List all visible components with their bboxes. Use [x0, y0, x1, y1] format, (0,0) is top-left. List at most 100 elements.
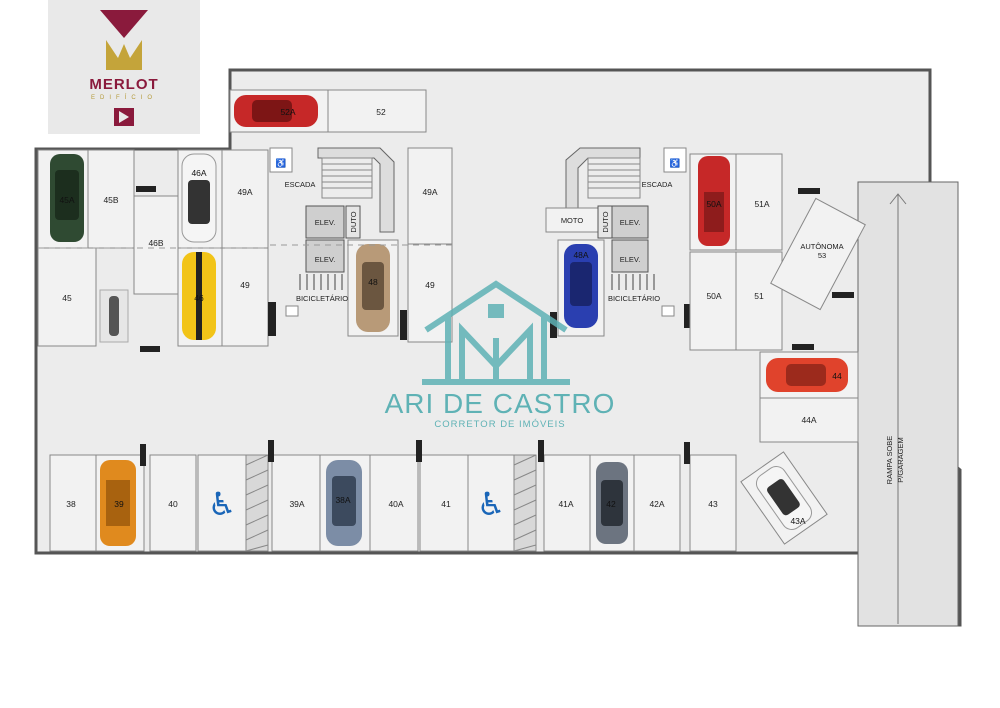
spot-40 — [149, 454, 197, 552]
spot-label-44: 44 — [832, 371, 842, 381]
car-white — [181, 153, 217, 243]
spot-label-42: 42 — [606, 499, 616, 509]
spot-49a-right — [407, 147, 453, 245]
bike-rack-right — [611, 274, 655, 290]
watermark-house-icon — [422, 280, 570, 385]
spot-label-45a: 45A — [59, 195, 74, 205]
spot-label-51: 51 — [754, 291, 764, 301]
car-blue — [564, 244, 598, 328]
elevator-label-right-1: ELEV. — [620, 218, 641, 227]
moto-label: MOTO — [561, 216, 584, 225]
watermark-subtitle: CORRETOR DE IMÓVEIS — [434, 419, 566, 430]
spot-label-44a: 44A — [801, 415, 816, 425]
elevator-right-2 — [611, 239, 649, 273]
elevator-right-1 — [611, 205, 649, 239]
spot-45 — [37, 247, 97, 347]
logo-mark-icon — [100, 10, 148, 70]
car-orange-red — [766, 358, 848, 392]
spot-49-left — [221, 247, 269, 347]
spot-label-39: 39 — [114, 499, 124, 509]
elevator-left-1 — [305, 205, 345, 239]
car-orange — [100, 460, 136, 546]
spot-label-45b: 45B — [103, 195, 118, 205]
duct-left — [345, 205, 361, 239]
stairs-label-right: ESCADA — [642, 180, 673, 189]
spot-39a — [271, 454, 321, 552]
autonomous-label: AUTÔNOMA — [800, 242, 843, 251]
spot-51a — [735, 153, 783, 251]
accessible-icon-stairs-right: ♿ — [670, 158, 681, 168]
car-grey-blue — [326, 460, 362, 546]
spot-44a — [759, 397, 859, 443]
wheelchair-icon-1: ♿ — [208, 486, 237, 522]
spot-label-42a: 42A — [649, 499, 664, 509]
spot-45b — [87, 149, 135, 249]
spot-label-50a-bottom: 50A — [706, 291, 721, 301]
spot-label-43a: 43A — [790, 516, 805, 526]
spot-label-48: 48 — [368, 277, 378, 287]
stairs-label-left: ESCADA — [285, 180, 316, 189]
spot-42a — [633, 454, 681, 552]
spot-40a — [369, 454, 419, 552]
brand-badge-icon — [114, 108, 134, 126]
watermark-name: ARI DE CASTRO — [384, 388, 616, 419]
motorcycle — [99, 289, 129, 343]
car-grey — [596, 462, 628, 544]
spot-53-autonomous — [770, 197, 866, 311]
ramp-label-2: P/GARAGEM — [896, 437, 905, 482]
spot-41 — [419, 454, 469, 552]
spot-49a-left — [221, 149, 269, 249]
spot-label-49-right: 49 — [425, 280, 435, 290]
spot-label-41a: 41A — [558, 499, 573, 509]
spot-label-41: 41 — [441, 499, 451, 509]
spot-label-49-left: 49 — [240, 280, 250, 290]
wheelchair-icon-2: ♿ — [477, 486, 506, 522]
spot-label-43: 43 — [708, 499, 718, 509]
spot-label-38: 38 — [66, 499, 76, 509]
car-red — [234, 95, 318, 127]
spot-label-52a: 52A — [280, 107, 295, 117]
brand-name: MERLOT — [89, 76, 159, 93]
spot-label-39a: 39A — [289, 499, 304, 509]
elevator-label-left-2: ELEV. — [315, 255, 336, 264]
spot-label-49a-right: 49A — [422, 187, 437, 197]
spot-label-46b: 46B — [148, 238, 163, 248]
ramp: RAMPA SOBE P/GARAGEM — [857, 181, 959, 627]
spot-51 — [735, 251, 783, 351]
hatch-2 — [513, 454, 537, 552]
spot-label-40a: 40A — [388, 499, 403, 509]
bicycle-label-left: BICICLETÁRIO — [296, 294, 348, 303]
car-red-pickup — [698, 156, 730, 246]
car-dark-green — [50, 154, 84, 242]
bicycle-label-right: BICICLETÁRIO — [608, 294, 660, 303]
spot-label-50a-top: 50A — [706, 199, 721, 209]
spot-label-40: 40 — [168, 499, 178, 509]
elevator-label-right-2: ELEV. — [620, 255, 641, 264]
ramp-label-1: RAMPA SOBE — [885, 436, 894, 485]
accessible-icon-stairs-left: ♿ — [276, 158, 287, 168]
spot-label-46a: 46A — [191, 168, 206, 178]
brand-logo: MERLOT EDIFÍCIO — [48, 0, 200, 134]
elevator-label-left-1: ELEV. — [315, 218, 336, 227]
hatch-1 — [245, 454, 269, 552]
spot-accessible-1 — [197, 454, 247, 552]
spot-label-52: 52 — [376, 107, 386, 117]
spot-label-38a: 38A — [335, 495, 350, 505]
spot-41a — [543, 454, 591, 552]
spot-50a-bottom — [689, 251, 737, 351]
autonomous-number: 53 — [818, 251, 826, 260]
brand-subtitle: EDIFÍCIO — [90, 95, 157, 101]
spot-46b — [133, 195, 179, 295]
spot-label-51a: 51A — [754, 199, 769, 209]
duct-label-right: DUTO — [601, 211, 610, 232]
car-white-diagonal — [755, 466, 813, 530]
spot-label-45: 45 — [62, 293, 72, 303]
stairs-left — [317, 147, 395, 233]
spot-43 — [689, 454, 737, 552]
duct-label-left: DUTO — [349, 211, 358, 232]
spot-label-46: 46 — [194, 293, 204, 303]
spot-38 — [49, 454, 97, 552]
spot-label-49a-left: 49A — [237, 187, 252, 197]
bike-rack-left — [299, 274, 343, 290]
